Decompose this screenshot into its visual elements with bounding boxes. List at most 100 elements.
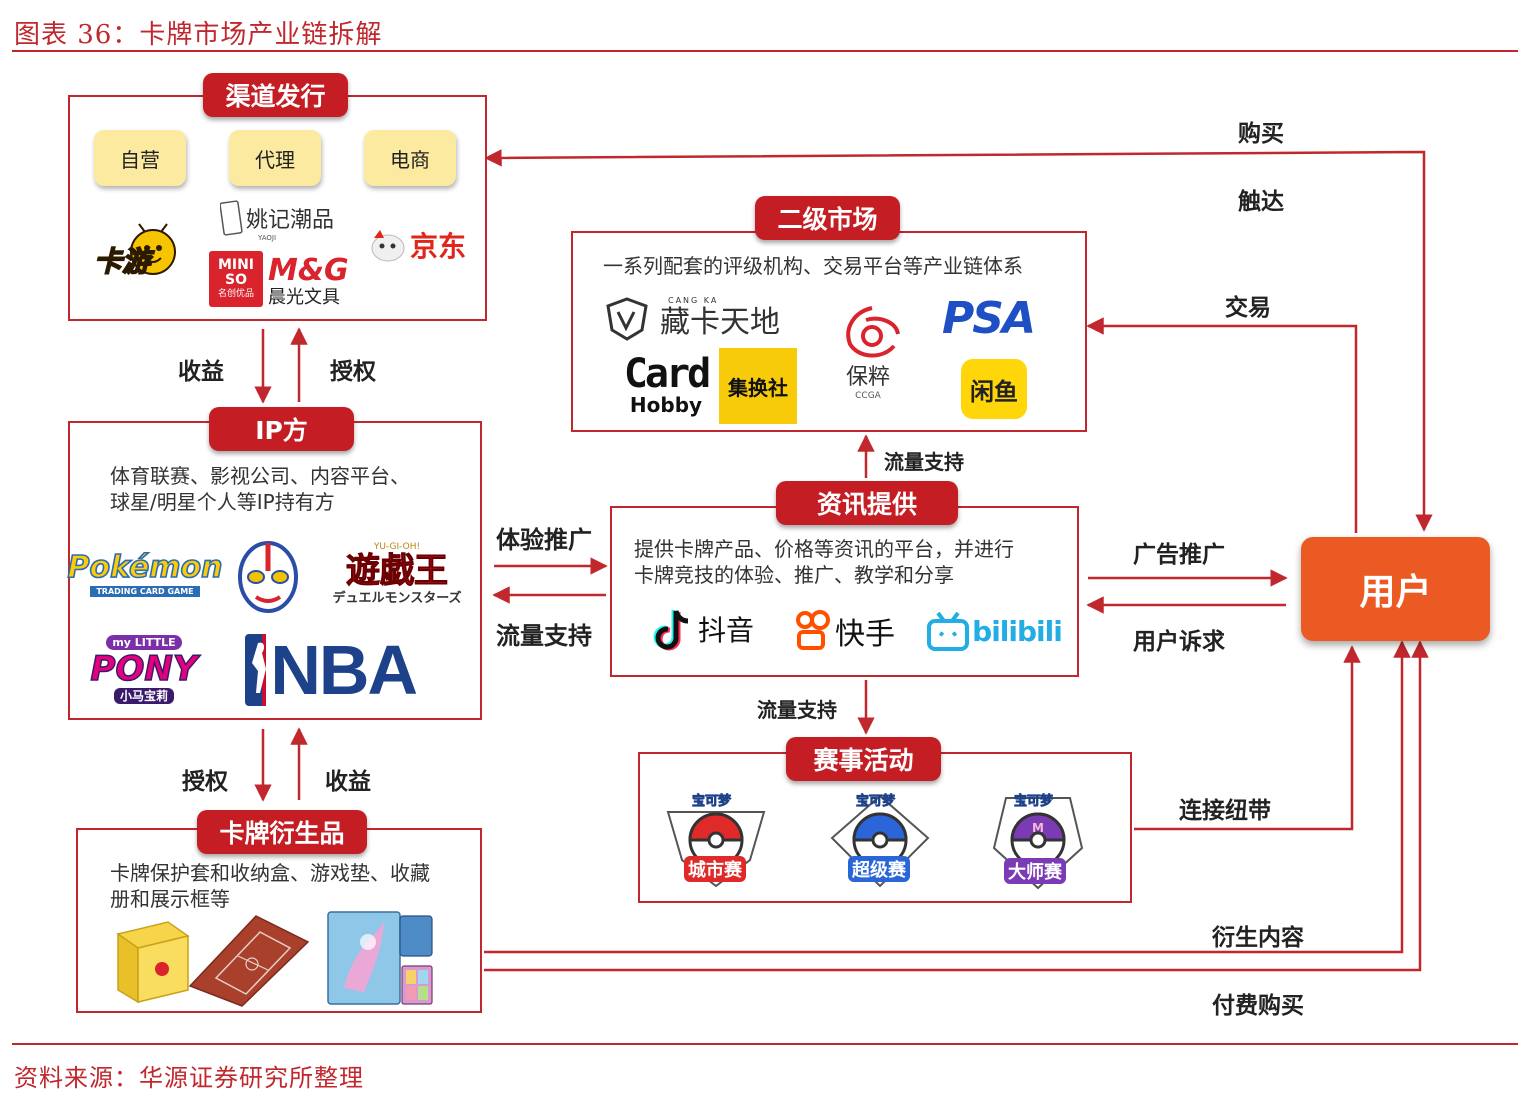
- hobby-text: Hobby: [629, 393, 703, 417]
- pony-text: PONY: [90, 648, 198, 689]
- ultraman-logo: [224, 530, 312, 616]
- figure-title: 图表 36：卡牌市场产业链拆解: [14, 20, 383, 50]
- derivative-title: 卡牌衍生品: [197, 810, 367, 854]
- baocui-emblem-icon: [846, 306, 900, 358]
- edge-label-traffic-left: 流量支持: [496, 622, 592, 650]
- yaoji-text: 姚记潮品: [245, 208, 334, 233]
- edge-label-traffic-down: 流量支持: [757, 698, 837, 722]
- jihuanshe-logo: 集换社: [719, 348, 797, 424]
- badge-super-top: 宝可梦: [856, 794, 896, 810]
- chip-agent: 代理: [229, 130, 321, 186]
- edge-label-ribbon: 连接纽带: [1179, 798, 1271, 824]
- douyin-note-icon: [653, 610, 689, 651]
- kayou-logo: 卡游: [92, 222, 184, 279]
- bilibili-tv-icon: [927, 611, 970, 651]
- edge-label-reach: 触达: [1238, 189, 1284, 215]
- edge-derived: [484, 640, 1411, 954]
- binder-image: [327, 911, 433, 1005]
- mg-text: M&G: [268, 253, 349, 288]
- edge-label-buy: 购买: [1238, 121, 1284, 147]
- pokemon-logo: Pokémon TRADING CARD GAME: [67, 540, 223, 606]
- xianyu-logo: 闲鱼: [961, 359, 1027, 419]
- bottom-rule: [12, 1043, 1518, 1045]
- psa-text: PSA: [942, 293, 1036, 344]
- douyin-logo: 抖音: [646, 606, 760, 652]
- events-title: 赛事活动: [786, 737, 941, 781]
- miniso-logo: MINI SO 名创优品: [209, 251, 263, 307]
- edge-label-ad: 广告推广: [1133, 542, 1225, 568]
- secondary-desc: 一系列配套的评级机构、交易平台等产业链体系: [603, 254, 1023, 278]
- pony-sub: 小马宝莉: [113, 687, 174, 704]
- miniso-sub: 名创优品: [217, 289, 254, 299]
- badge-city-top: 宝可梦: [692, 794, 732, 810]
- edge-label-revenue1: 收益: [178, 359, 224, 385]
- mg-logo: M&G 晨光文具: [268, 254, 356, 310]
- ip-title: IP方: [209, 407, 354, 451]
- yaoji-sub: YAOJI: [258, 234, 277, 242]
- chip-ecommerce: 电商: [364, 130, 456, 186]
- nba-logo: NBA: [244, 631, 418, 709]
- badge-super-name: 超级赛: [848, 856, 910, 882]
- mg-sub: 晨光文具: [268, 287, 340, 308]
- user-node: 用户: [1301, 537, 1490, 641]
- edge-label-license1: 授权: [330, 359, 376, 385]
- info-desc-line2: 卡牌竞技的体验、推广、教学和分享: [634, 563, 954, 587]
- top-rule: [12, 50, 1518, 52]
- badge-super: 宝可梦 超级赛: [828, 790, 932, 890]
- pokemon-text: Pokémon: [67, 549, 224, 586]
- edge-label-paid: 付费购买: [1212, 993, 1304, 1019]
- edge-label-experience: 体验推广: [496, 526, 592, 554]
- info-desc-line1: 提供卡牌产品、价格等资讯的平台，并进行: [634, 537, 1014, 561]
- source-note: 资料来源：华源证券研究所整理: [14, 1064, 364, 1092]
- deck-box-image: [116, 921, 190, 1004]
- yugioh-logo: YU-GI-OH! 遊戯王 デュエルモンスターズ: [322, 536, 472, 614]
- baocui-logo: 保粹 CCGA: [838, 362, 898, 406]
- kuaishou-camera-icon: [796, 610, 830, 650]
- nba-text: NBA: [270, 631, 418, 709]
- greatball-badge-icon: [830, 794, 930, 888]
- kayou-text: 卡游: [93, 244, 151, 279]
- card-text: Card: [623, 351, 711, 397]
- edge-paid: [484, 640, 1429, 972]
- edge-label-license2: 授权: [182, 769, 228, 795]
- derivative-desc-line2: 册和展示框等: [110, 887, 230, 911]
- kayou-mascot-icon: [130, 223, 176, 275]
- info-box: [610, 506, 1079, 677]
- cangka-top: CANG KA: [668, 296, 719, 305]
- baocui-text: 保粹: [845, 365, 890, 390]
- ccga-text: CCGA: [855, 391, 881, 401]
- ip-desc-line1: 体育联赛、影视公司、内容平台、: [110, 464, 410, 488]
- jd-dog-icon: [371, 230, 405, 262]
- bilibili-text: bilibili: [972, 614, 1063, 648]
- yugioh-top: YU-GI-OH!: [373, 542, 421, 552]
- cangka-logo: 藏卡天地: [604, 294, 804, 344]
- edge-label-demand: 用户诉求: [1133, 629, 1225, 655]
- secondary-title: 二级市场: [755, 196, 900, 240]
- badge-master: M 宝可梦 大师赛: [986, 788, 1090, 892]
- douyin-text: 抖音: [697, 614, 754, 647]
- cangka-shield-icon: [606, 297, 648, 341]
- bilibili-logo: bilibili: [924, 608, 1064, 654]
- jd-logo: 京东: [355, 222, 477, 268]
- channel-title: 渠道发行: [203, 73, 348, 117]
- ultraman-icon: [238, 541, 298, 613]
- badge-master-top: 宝可梦: [1014, 794, 1054, 810]
- ip-desc-line2: 球星/明星个人等IP持有方: [110, 490, 335, 514]
- kuaishou-logo: 快手: [788, 608, 902, 654]
- my-little-pony-logo: my LITTLE PONY 小马宝莉: [90, 626, 198, 712]
- svg-text:M: M: [1032, 821, 1044, 835]
- badge-city: 宝可梦 城市赛: [664, 790, 768, 890]
- edge-label-revenue2: 收益: [325, 769, 371, 795]
- badge-master-name: 大师赛: [1004, 858, 1066, 884]
- psa-logo: PSA: [932, 296, 1044, 342]
- chip-self-operated: 自营: [94, 130, 186, 186]
- info-title: 资讯提供: [776, 481, 958, 525]
- cangka-text: 藏卡天地: [660, 305, 780, 340]
- play-mat-image: [188, 915, 310, 1007]
- edge-ribbon: [1134, 645, 1361, 831]
- jihuanshe-text: 集换社: [728, 375, 788, 400]
- edge-trade: [1086, 317, 1358, 533]
- badge-city-name: 城市赛: [684, 856, 746, 882]
- yugioh-sub: デュエルモンスターズ: [332, 591, 462, 606]
